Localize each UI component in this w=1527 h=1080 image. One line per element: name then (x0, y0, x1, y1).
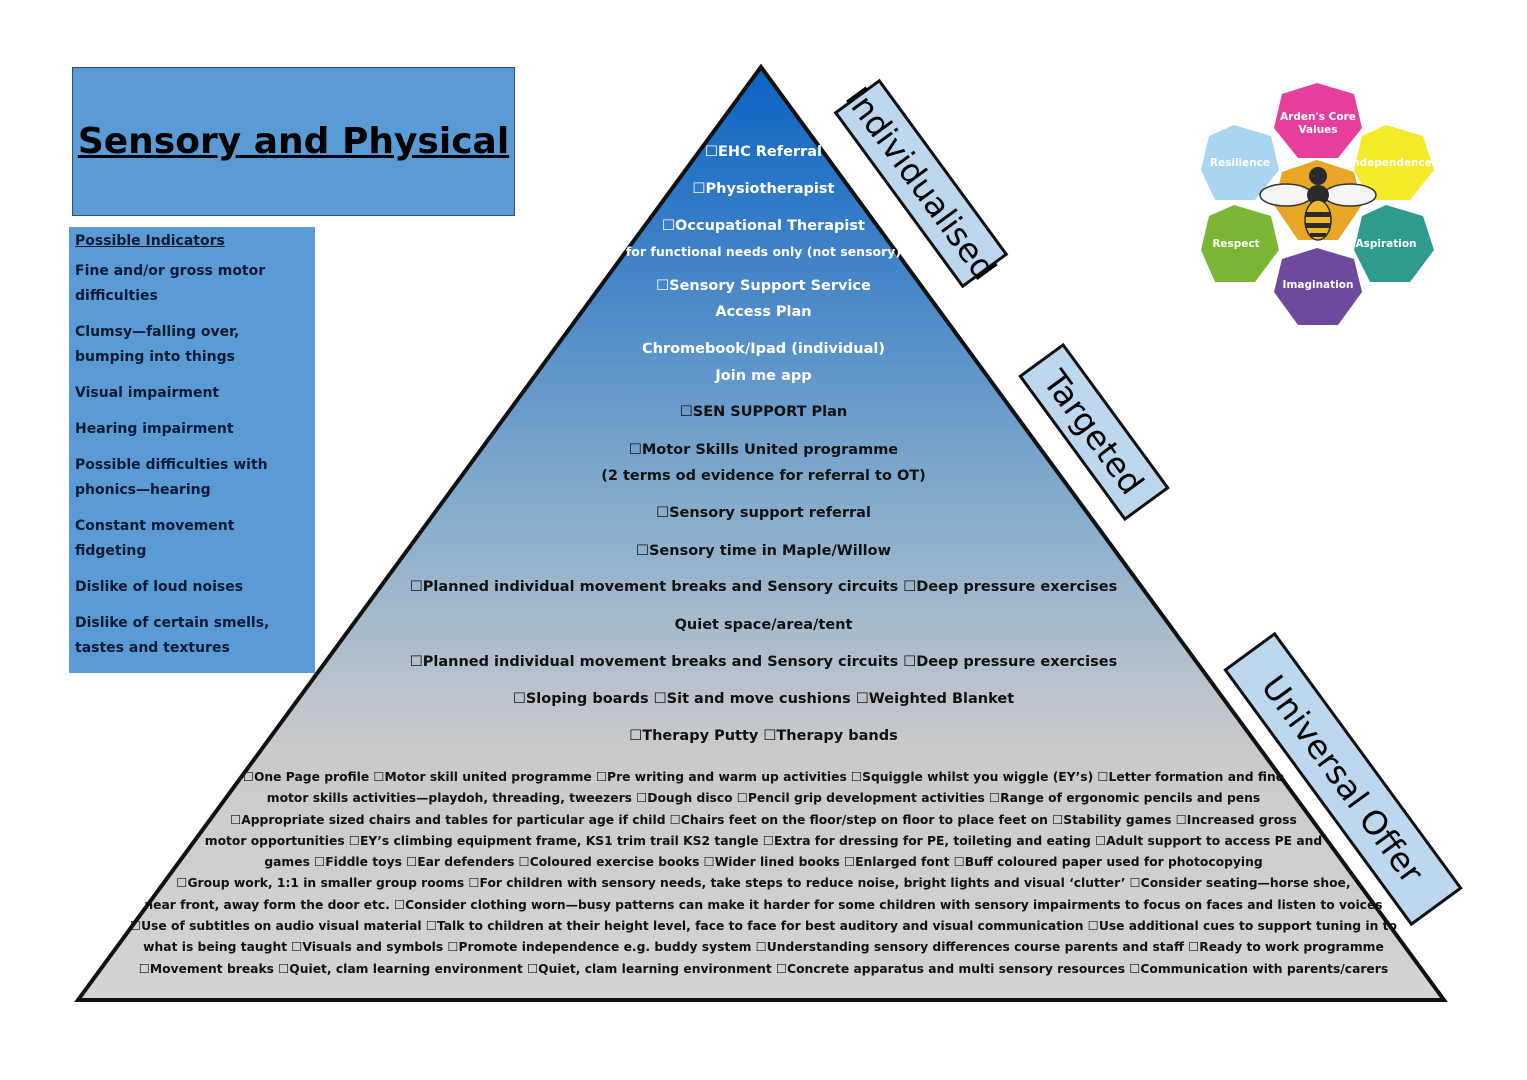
indicator-item: Clumsy—falling over, bumping into things (75, 324, 240, 365)
universal-line: ☐Appropriate sized chairs and tables for… (230, 813, 1297, 827)
join-me-app: Join me app (715, 368, 812, 384)
universal-line: near front, away form the door etc. ☐Con… (144, 898, 1383, 912)
bee-icon (1259, 160, 1377, 241)
movement-breaks-b: ☐Planned individual movement breaks and … (409, 654, 1118, 670)
ehc-referral: ☐EHC Referral (705, 144, 822, 160)
sen-support-plan: ☐SEN SUPPORT Plan (679, 404, 848, 420)
hex-aspiration: Aspiration (1354, 205, 1434, 282)
hex-respect: Respect (1201, 205, 1279, 282)
logo-resilience: Resilience (1210, 157, 1270, 169)
hex-core-values: Arden's Core Values (1274, 83, 1362, 158)
sensory-support-referral: ☐Sensory support referral (656, 505, 871, 521)
universal-line: ☐One Page profile ☐Motor skill united pr… (242, 770, 1285, 784)
pyramid-shape (74, 63, 1448, 1002)
logo-independence: Independence (1348, 157, 1432, 169)
motor-skills-united: ☐Motor Skills United programme (628, 442, 899, 458)
logo-core-values-1: Arden's Core (1280, 111, 1356, 123)
sloping-boards: ☐Sloping boards ☐Sit and move cushions ☐… (512, 691, 1015, 707)
logo-aspiration: Aspiration (1355, 238, 1416, 250)
occupational-therapist: ☐Occupational Therapist (662, 218, 865, 234)
indicator-item: Constant movement fidgeting (75, 518, 235, 559)
therapy-putty: ☐Therapy Putty ☐Therapy bands (629, 728, 898, 744)
page-title: Sensory and Physical (77, 121, 510, 162)
core-values-logo: Arden's Core Values Resilience Independe… (1201, 83, 1434, 325)
logo-core-values-2: Values (1298, 124, 1337, 136)
chromebook-ipad: Chromebook/Ipad (individual) (641, 341, 886, 357)
universal-line: ☐Group work, 1:1 in smaller group rooms … (176, 876, 1351, 890)
indicator-item: Possible difficulties with phonics—heari… (75, 457, 268, 498)
movement-breaks-a: ☐Planned individual movement breaks and … (409, 579, 1118, 595)
title-box: Sensory and Physical (72, 67, 515, 216)
hex-independence: Independence (1348, 125, 1434, 200)
access-plan: Access Plan (715, 304, 812, 320)
universal-line: motor skills activities—playdoh, threadi… (266, 791, 1261, 805)
motor-skills-note: (2 terms od evidence for referral to OT) (601, 468, 926, 484)
ot-note: for functional needs only (not sensory) (625, 244, 902, 259)
logo-imagination: Imagination (1283, 279, 1354, 291)
universal-line: motor opportunities ☐EY’s climbing equip… (204, 834, 1323, 848)
indicator-item: Dislike of certain smells, tastes and te… (75, 615, 270, 656)
indicator-item: Dislike of loud noises (75, 579, 244, 595)
physiotherapist: ☐Physiotherapist (692, 181, 835, 197)
hex-resilience: Resilience (1201, 125, 1279, 200)
sensory-support-service: ☐Sensory Support Service (656, 278, 871, 294)
quiet-space: Quiet space/area/tent (674, 617, 853, 633)
indicator-item: Hearing impairment (75, 421, 234, 437)
universal-line: ☐Movement breaks ☐Quiet, clam learning e… (138, 962, 1389, 976)
universal-line: what is being taught ☐Visuals and symbol… (143, 940, 1384, 954)
indicators-panel: Possible Indicators Fine and/or gross mo… (69, 227, 315, 673)
indicator-item: Fine and/or gross motor difficulties (75, 263, 266, 304)
universal-line: ☐Use of subtitles on audio visual materi… (130, 919, 1397, 933)
logo-respect: Respect (1212, 238, 1259, 250)
indicators-heading: Possible Indicators (75, 233, 225, 249)
indicator-item: Visual impairment (75, 385, 220, 401)
sensory-time: ☐Sensory time in Maple/Willow (635, 543, 892, 559)
hex-imagination: Imagination (1274, 248, 1362, 325)
universal-line: games ☐Fiddle toys ☐Ear defenders ☐Colou… (264, 855, 1263, 869)
